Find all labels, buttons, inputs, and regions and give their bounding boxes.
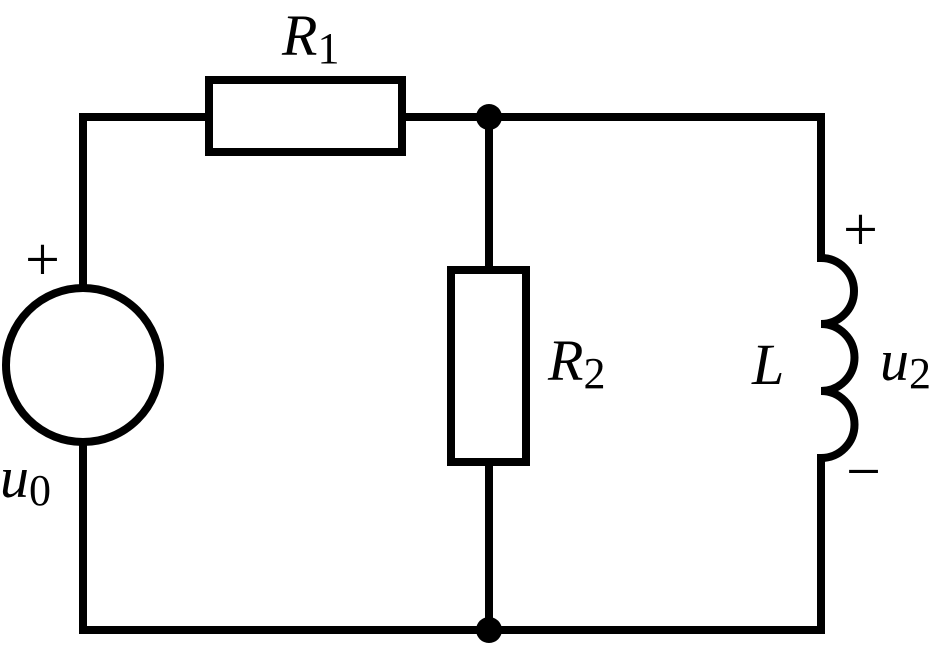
wires [79,113,825,634]
inductor-label: L [751,332,784,397]
inductor-coil [820,254,859,462]
resistor-r2-symbol: R [547,328,583,393]
resistor-r1-label: R1 [281,3,339,73]
source-symbol: u [0,445,29,510]
output-plus-sign: + [843,196,878,264]
output-label: u2 [880,328,931,398]
resistor-r1: R1 [205,3,406,156]
resistor-r2-body [447,266,530,466]
resistor-r1-body [205,76,406,156]
inductor: L [751,254,859,462]
resistor-r2-label: R2 [547,328,605,398]
resistor-r1-symbol: R [281,3,317,68]
resistor-r2: R2 [447,266,605,466]
source-circle [2,284,164,446]
resistor-r2-subscript: 2 [583,349,605,398]
junction-top [476,104,502,130]
output-voltage: + u2 − [843,196,931,506]
source-plus-sign: + [25,226,60,294]
voltage-source: + u0 [0,226,164,515]
junction-bottom [476,617,502,643]
source-subscript: 0 [29,466,51,515]
output-minus-sign: − [846,438,881,506]
resistor-r1-subscript: 1 [317,24,339,73]
output-subscript: 2 [909,349,931,398]
source-label: u0 [0,445,51,515]
output-symbol: u [880,328,909,393]
